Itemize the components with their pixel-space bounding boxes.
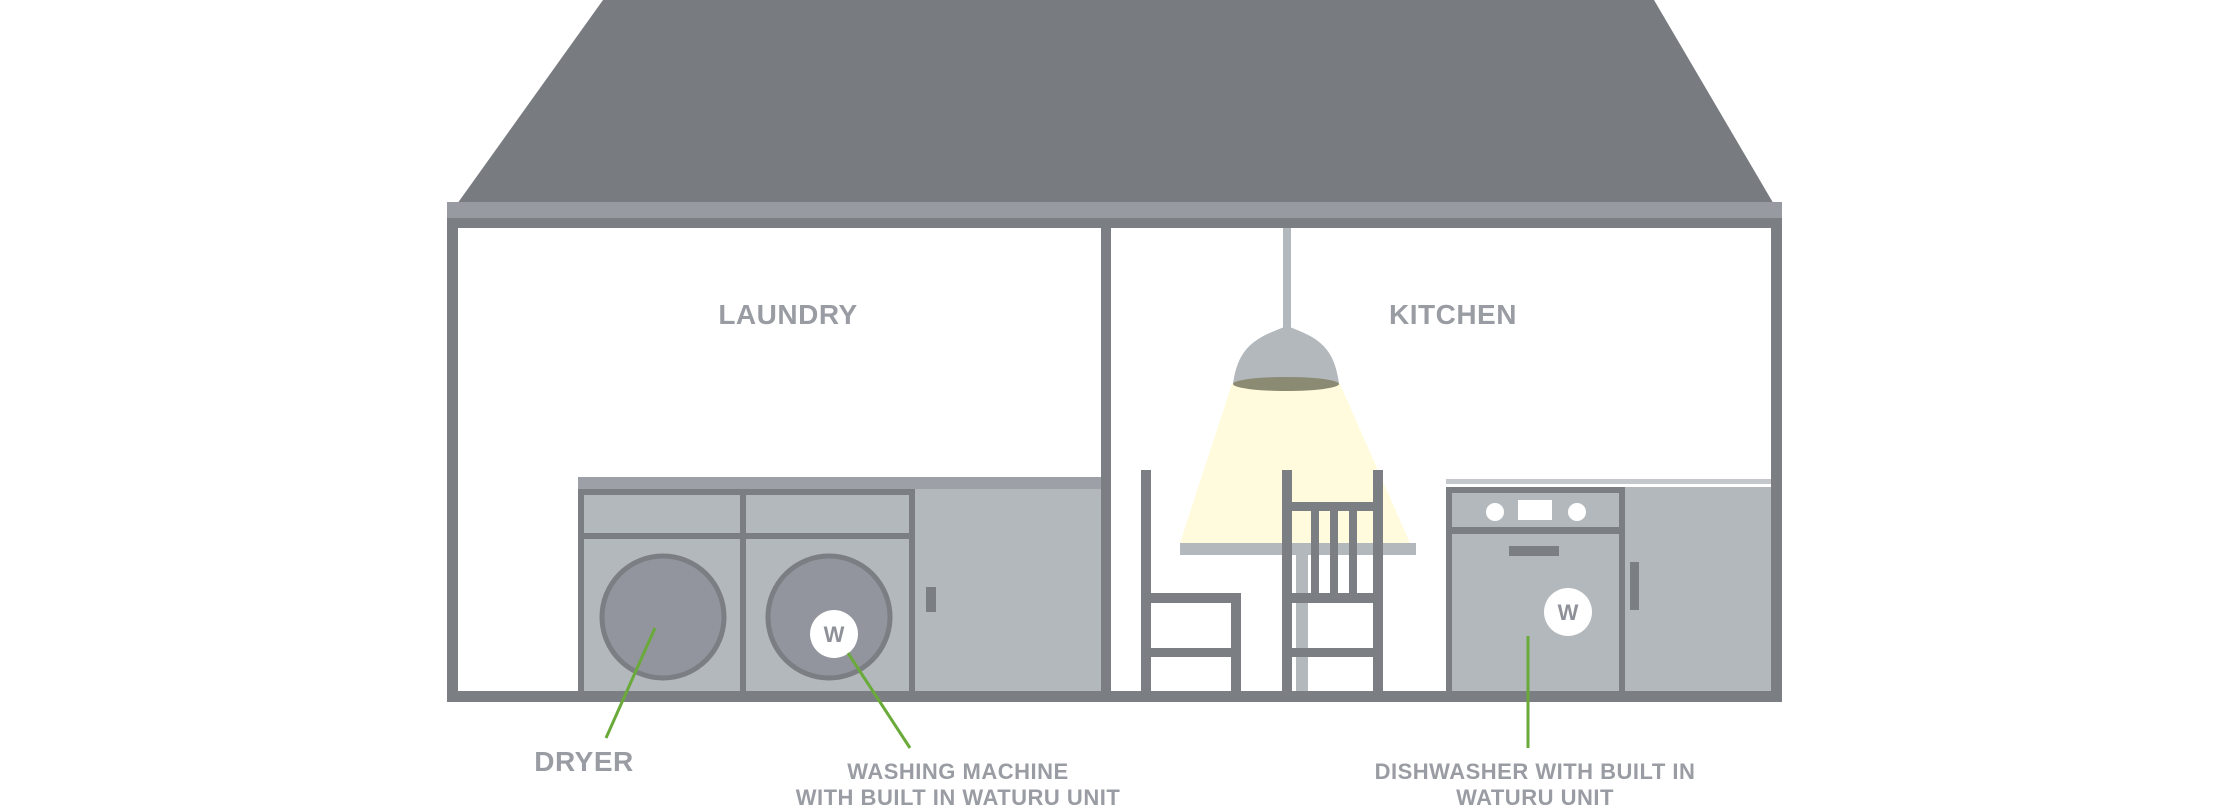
laundry-cabinet	[915, 489, 1101, 691]
outer-wall-top	[447, 218, 1782, 228]
callout-label-dryer: DRYER	[534, 746, 634, 777]
partition-wall	[1101, 228, 1111, 693]
pendant-lamp	[1233, 228, 1339, 391]
room-label-laundry: LAUNDRY	[718, 299, 858, 330]
callout-label-dishwasher: DISHWASHER WITH BUILT IN WATURU UNIT	[1315, 759, 1755, 811]
chair-left	[1141, 470, 1241, 691]
dishwasher-handle	[1509, 546, 1559, 556]
kitchen-cabinet	[1625, 487, 1771, 691]
kitchen-countertop	[1446, 479, 1771, 484]
dryer	[578, 489, 746, 691]
floor	[447, 691, 1782, 702]
dishwasher: W	[1446, 487, 1625, 691]
callout-label-washing-machine-line1: WASHING MACHINE	[847, 759, 1069, 784]
dining-table-leg	[1296, 555, 1308, 691]
waturu-badge-dishwasher-text: W	[1558, 600, 1579, 625]
laundry-cabinet-handle	[926, 587, 936, 612]
outer-wall-right	[1771, 218, 1782, 702]
waturu-badge-dishwasher	[1544, 588, 1592, 636]
chair-right	[1282, 470, 1383, 691]
callout-label-washing-machine: WASHING MACHINE WITH BUILT IN WATURU UNI…	[738, 759, 1178, 811]
waturu-badge-washer	[810, 610, 858, 658]
washing-machine: W	[746, 489, 915, 691]
laundry-countertop	[578, 477, 1101, 489]
dryer-drum	[599, 553, 727, 681]
dishwasher-knob-left	[1486, 503, 1504, 521]
callout-line-dryer	[604, 627, 657, 739]
waturu-badge-washer-text: W	[824, 622, 845, 647]
callout-label-dishwasher-line1: DISHWASHER WITH BUILT IN	[1374, 759, 1696, 784]
callout-line-washer	[846, 652, 912, 749]
dishwasher-knob-right	[1568, 503, 1586, 521]
dishwasher-display	[1518, 500, 1552, 520]
room-label-kitchen: KITCHEN	[1389, 299, 1517, 330]
roof-trim	[447, 202, 1782, 218]
roof	[447, 0, 1782, 218]
callout-label-dishwasher-line2: WATURU UNIT	[1456, 785, 1614, 810]
kitchen-cabinet-handle	[1630, 562, 1639, 610]
callout-label-washing-machine-line2: WITH BUILT IN WATURU UNIT	[795, 785, 1121, 810]
outer-wall-left	[447, 218, 458, 702]
